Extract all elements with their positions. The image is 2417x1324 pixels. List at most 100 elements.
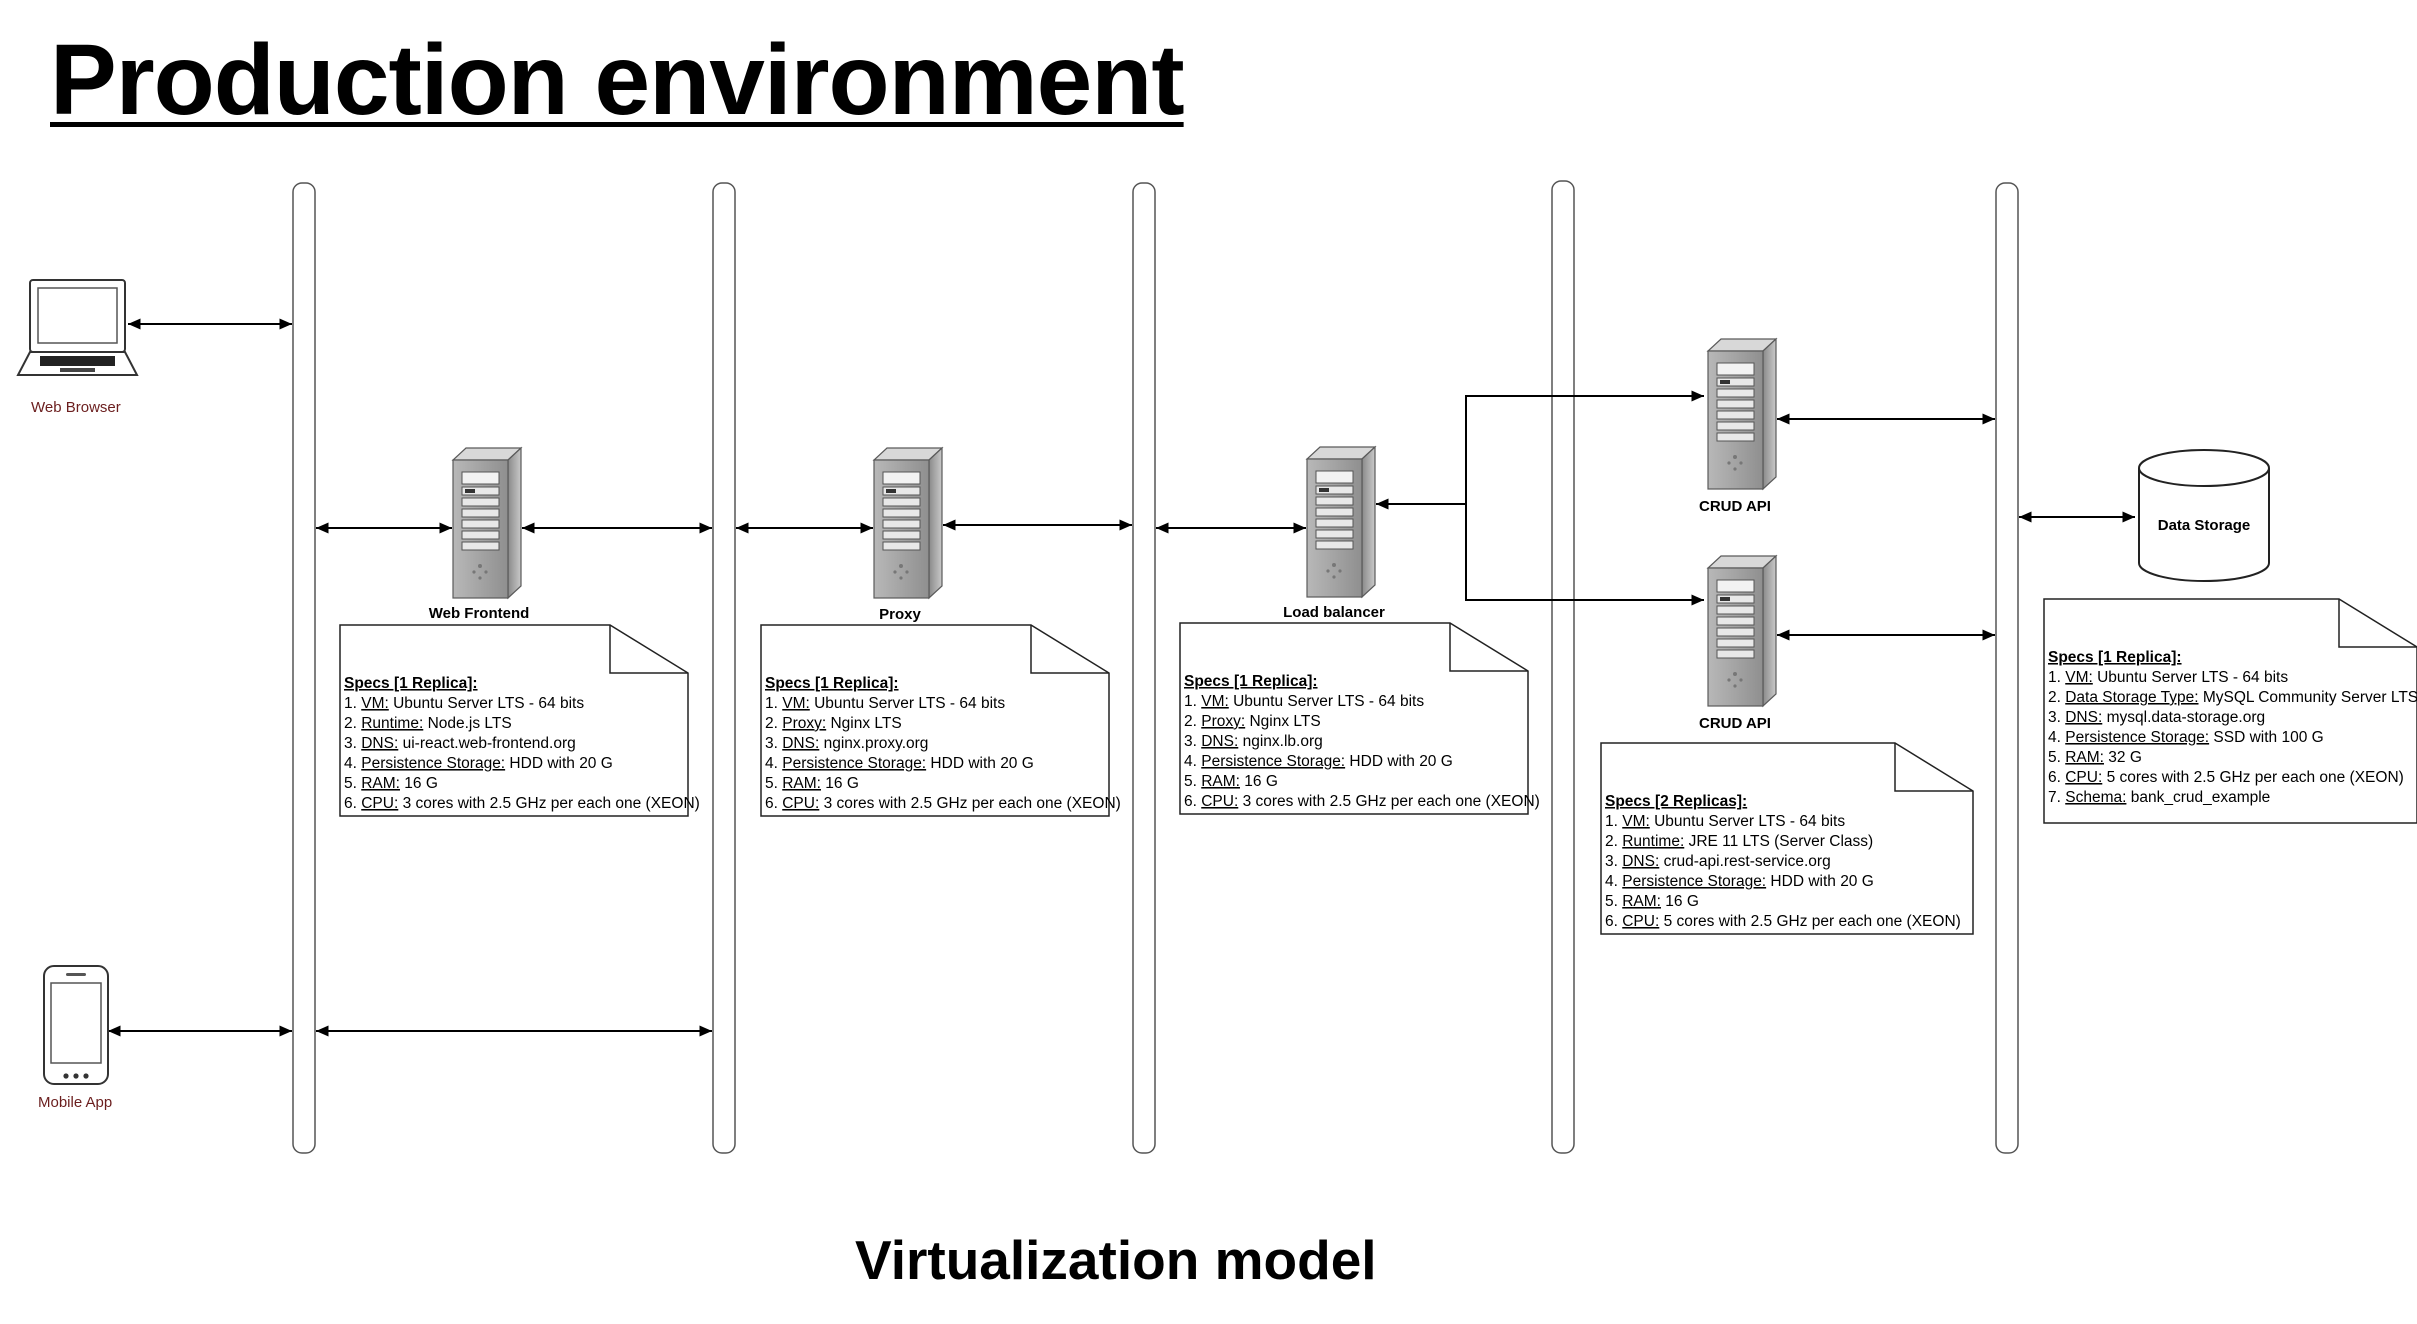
note-box: [2043, 598, 2417, 824]
note-line-key: Schema:: [2065, 789, 2126, 806]
note-line-number: 1.: [344, 695, 361, 712]
note-line-key: DNS:: [782, 735, 819, 752]
note-line: 1. VM: Ubuntu Server LTS - 64 bits: [1605, 813, 1845, 830]
note-line-number: 5.: [1605, 893, 1622, 910]
note-line: 5. RAM: 16 G: [344, 775, 438, 792]
server-tower-icon: [452, 447, 522, 599]
note-line-key: Runtime:: [1622, 833, 1684, 850]
note-line-key: DNS:: [1622, 853, 1659, 870]
note-line-number: 6.: [344, 795, 361, 812]
note-line: 6. CPU: 5 cores with 2.5 GHz per each on…: [2048, 769, 2404, 786]
note-line-value: HDD with 20 G: [1766, 873, 1874, 890]
note-line-number: 5.: [2048, 749, 2065, 766]
connector-lane4-crudapi-bottom: [1465, 504, 1704, 606]
note-line-key: VM:: [1201, 693, 1229, 710]
note-line: 4. Persistence Storage: HDD with 20 G: [344, 755, 613, 772]
crud-api-node-2: CRUD API: [1699, 555, 1777, 732]
note-line-value: 16 G: [400, 775, 438, 792]
data-storage-node: Data Storage: [2138, 449, 2270, 582]
note-line-key: RAM:: [782, 775, 821, 792]
lane-divider-5: [1995, 182, 2019, 1154]
note-line-key: Persistence Storage:: [2065, 729, 2209, 746]
mobile-app-label: Mobile App: [38, 1094, 112, 1111]
crud-api-label-1: CRUD API: [1699, 498, 1771, 515]
note-line-key: Persistence Storage:: [1622, 873, 1766, 890]
web-frontend-node: Web Frontend: [429, 447, 530, 622]
note-line-number: 4.: [2048, 729, 2065, 746]
server-tower-icon: [1306, 446, 1376, 598]
note-line-number: 1.: [1605, 813, 1622, 830]
note-line-number: 5.: [1184, 773, 1201, 790]
note-line-value: Ubuntu Server LTS - 64 bits: [389, 695, 585, 712]
note-line-value: MySQL Community Server LTS: [2199, 689, 2417, 706]
note-line-value: Node.js LTS: [423, 715, 511, 732]
note-line-value: 16 G: [1240, 773, 1278, 790]
note-line: 1. VM: Ubuntu Server LTS - 64 bits: [344, 695, 584, 712]
crud-api-node-1: CRUD API: [1699, 338, 1777, 515]
note-line: 2. Runtime: JRE 11 LTS (Server Class): [1605, 833, 1873, 850]
note-line-key: VM:: [361, 695, 389, 712]
note-line-value: 3 cores with 2.5 GHz per each one (XEON): [1238, 793, 1540, 810]
note-line-number: 2.: [1184, 713, 1201, 730]
load-balancer-node: Load balancer: [1283, 446, 1385, 621]
note-line: 3. DNS: mysql.data-storage.org: [2048, 709, 2265, 726]
note-line-key: CPU:: [1201, 793, 1238, 810]
note-line-key: CPU:: [1622, 913, 1659, 930]
note-line-number: 3.: [2048, 709, 2065, 726]
note-line: 2. Data Storage Type: MySQL Community Se…: [2048, 689, 2417, 706]
server-tower-icon: [1707, 555, 1777, 707]
note-line-value: 5 cores with 2.5 GHz per each one (XEON): [2102, 769, 2404, 786]
note-line-key: RAM:: [1201, 773, 1240, 790]
note-line-value: 5 cores with 2.5 GHz per each one (XEON): [1659, 913, 1961, 930]
note-line-number: 7.: [2048, 789, 2065, 806]
note-line: 2. Runtime: Node.js LTS: [344, 715, 512, 732]
note-line-number: 6.: [1184, 793, 1201, 810]
note-line-value: HDD with 20 G: [1345, 753, 1453, 770]
lane-divider-1: [292, 182, 316, 1154]
note-line: 4. Persistence Storage: HDD with 20 G: [1605, 873, 1874, 890]
mobile-app-node: Mobile App: [38, 965, 112, 1111]
proxy-node: Proxy: [873, 447, 943, 623]
lane-divider-2: [712, 182, 736, 1154]
spec-notes: Specs [1 Replica]:1. VM: Ubuntu Server L…: [339, 598, 2417, 935]
spec-note-crud-api: Specs [2 Replicas]:1. VM: Ubuntu Server …: [1600, 742, 1974, 935]
note-line-value: Nginx LTS: [1245, 713, 1321, 730]
web-frontend-label: Web Frontend: [429, 605, 530, 622]
spec-note-proxy: Specs [1 Replica]:1. VM: Ubuntu Server L…: [760, 624, 1121, 817]
note-line-number: 1.: [2048, 669, 2065, 686]
note-line: 6. CPU: 3 cores with 2.5 GHz per each on…: [344, 795, 700, 812]
note-line-key: Data Storage Type:: [2065, 689, 2198, 706]
note-line-key: RAM:: [2065, 749, 2104, 766]
note-line: 1. VM: Ubuntu Server LTS - 64 bits: [2048, 669, 2288, 686]
note-box: [760, 624, 1110, 817]
note-line: 6. CPU: 3 cores with 2.5 GHz per each on…: [765, 795, 1121, 812]
server-tower-icon: [1707, 338, 1777, 490]
note-line-number: 2.: [344, 715, 361, 732]
note-line: 3. DNS: nginx.proxy.org: [765, 735, 928, 752]
note-line-number: 6.: [2048, 769, 2065, 786]
note-line-number: 4.: [765, 755, 782, 772]
note-line-key: RAM:: [1622, 893, 1661, 910]
note-line-value: nginx.lb.org: [1238, 733, 1322, 750]
note-line: 4. Persistence Storage: HDD with 20 G: [765, 755, 1034, 772]
note-line-number: 3.: [765, 735, 782, 752]
crud-api-label-2: CRUD API: [1699, 715, 1771, 732]
note-line-number: 3.: [1605, 853, 1622, 870]
lane-divider-3: [1132, 182, 1156, 1154]
note-line-number: 2.: [1605, 833, 1622, 850]
note-line: 4. Persistence Storage: SSD with 100 G: [2048, 729, 2324, 746]
note-line-number: 2.: [765, 715, 782, 732]
note-line-number: 3.: [344, 735, 361, 752]
note-line-key: Runtime:: [361, 715, 423, 732]
note-line-number: 6.: [765, 795, 782, 812]
note-line: 3. DNS: nginx.lb.org: [1184, 733, 1323, 750]
note-line: 5. RAM: 16 G: [1605, 893, 1699, 910]
note-line-key: RAM:: [361, 775, 400, 792]
note-line-number: 3.: [1184, 733, 1201, 750]
spec-note-data-storage: Specs [1 Replica]:1. VM: Ubuntu Server L…: [2043, 598, 2417, 824]
note-line: 1. VM: Ubuntu Server LTS - 64 bits: [1184, 693, 1424, 710]
note-line-number: 6.: [1605, 913, 1622, 930]
lane-divider-4: [1551, 180, 1575, 1154]
note-line-key: CPU:: [782, 795, 819, 812]
note-line-number: 1.: [765, 695, 782, 712]
